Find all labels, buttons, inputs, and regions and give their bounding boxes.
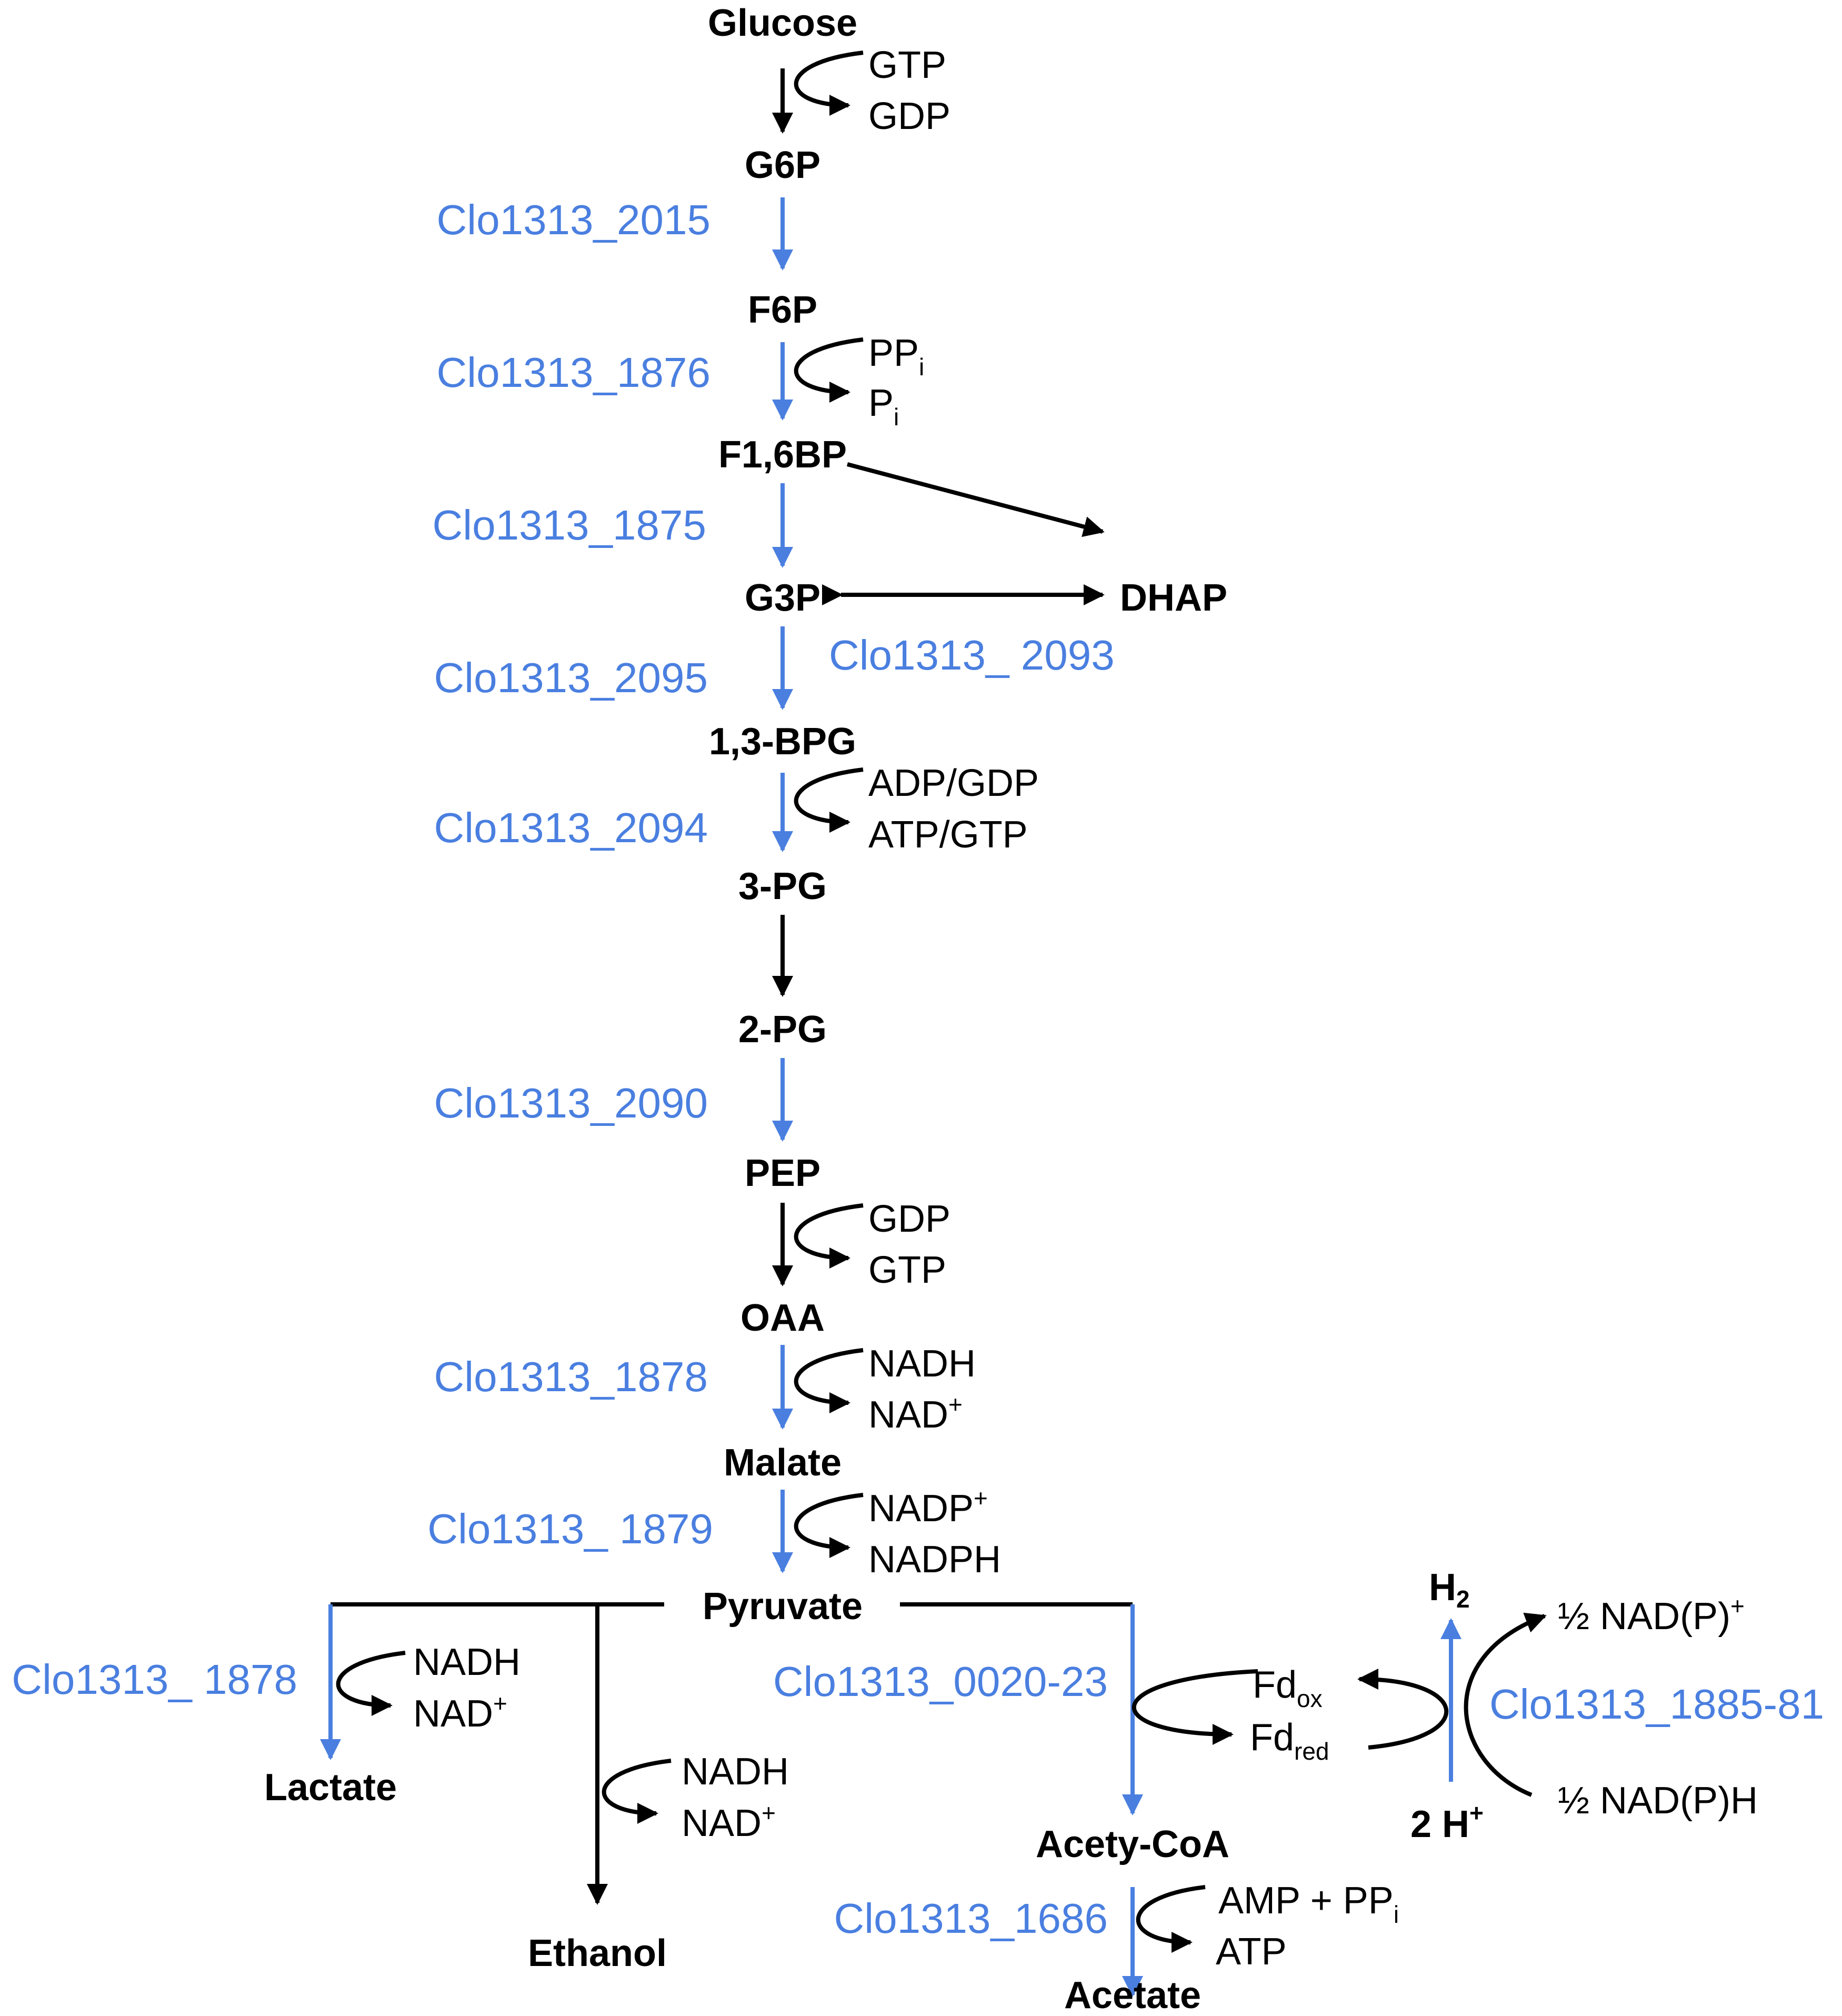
metabolite-f16bp: F1,6BP <box>718 434 847 476</box>
metabolite-ethanol: Ethanol <box>528 1932 667 1974</box>
cofactor-half-nadph: ½ NAD(P)H <box>1558 1780 1758 1822</box>
metabolite-h2: H2 <box>1429 1566 1470 1613</box>
cofactor-arrow-ethanol <box>602 1759 672 1824</box>
metabolite-pg3: 3-PG <box>738 865 827 907</box>
metabolite-oaa: OAA <box>740 1297 825 1339</box>
gene-label-1879: Clo1313_ 1879 <box>427 1505 713 1552</box>
cofactor-arrow-bpg13 <box>794 767 864 833</box>
metabolite-malate: Malate <box>724 1442 842 1484</box>
gene-label-1885-81: Clo1313_1885-81 <box>1489 1681 1824 1728</box>
cofactor-arrow-malate <box>794 1493 864 1558</box>
curve-fdred-to-fdox <box>1357 1669 1448 1750</box>
curve-nadph-to-nadp <box>1464 1612 1547 1797</box>
cofactor-nad-4: NAD+ <box>682 1799 776 1844</box>
gene-label-2095: Clo1313_2095 <box>434 654 708 701</box>
metabolite-f6p: F6P <box>748 289 817 331</box>
cofactor-gdp-2: GDP <box>868 1198 950 1240</box>
cofactor-nadp-2: NADP+ <box>868 1484 988 1530</box>
gene-label-1686: Clo1313_1686 <box>834 1895 1108 1942</box>
gene-label-2015: Clo1313_2015 <box>437 196 710 243</box>
cofactor-fd-red: Fdred <box>1250 1716 1329 1765</box>
cofactor-nad-1: NAD+ <box>868 1391 963 1436</box>
arrow-f16bp-dhap <box>846 462 1105 537</box>
metabolite-glucose: Glucose <box>708 2 857 44</box>
cofactor-adp-gdp: ADP/GDP <box>868 762 1039 804</box>
cofactor-amp-ppi: AMP + PPi <box>1218 1880 1399 1928</box>
cofactor-atp-3: ATP <box>1216 1931 1287 1973</box>
gene-label-2094: Clo1313_2094 <box>434 804 708 851</box>
cofactor-fd-ox: Fdox <box>1253 1664 1323 1712</box>
metabolite-pyruvate: Pyruvate <box>703 1585 863 1628</box>
cofactor-nadh-3: NADH <box>413 1641 520 1683</box>
cofactor-pi: Pi <box>868 382 899 431</box>
cofactor-nadh-4: NADH <box>682 1751 789 1793</box>
gene-label-0020-23: Clo1313_0020-23 <box>773 1658 1108 1705</box>
cofactor-gtp-2: GTP <box>868 1249 946 1291</box>
gene-label-1878-lactate: Clo1313_ 1878 <box>12 1656 297 1703</box>
cofactor-nad-3: NAD+ <box>413 1690 507 1735</box>
cofactor-half-nadp-plus: ½ NAD(P)+ <box>1558 1592 1745 1638</box>
metabolite-acetate: Acetate <box>1064 1974 1201 2016</box>
cofactor-gtp-1: GTP <box>868 44 946 86</box>
cofactor-arrow-pep <box>794 1203 864 1269</box>
cofactor-arrow-lactate <box>336 1651 406 1716</box>
cofactor-arrow-pyruvate-fd <box>1132 1669 1258 1745</box>
gene-label-1878-malate: Clo1313_1878 <box>434 1353 708 1400</box>
metabolite-acetyl-coa: Acety-CoA <box>1036 1823 1229 1865</box>
metabolite-dhap: DHAP <box>1120 577 1227 619</box>
gene-label-2090: Clo1313_2090 <box>434 1080 708 1126</box>
metabolite-g3p: G3P <box>745 577 820 619</box>
cofactor-nadh-1: NADH <box>868 1343 976 1385</box>
cofactor-ppi: PPi <box>868 332 924 381</box>
metabolite-bpg13: 1,3-BPG <box>709 721 856 763</box>
cofactor-arrow-f6p <box>794 337 864 403</box>
cofactor-gdp-1: GDP <box>868 95 950 137</box>
metabolite-lactate: Lactate <box>264 1767 397 1809</box>
gene-label-1876: Clo1313_1876 <box>437 349 710 396</box>
metabolite-h-plus: 2 H+ <box>1410 1799 1484 1845</box>
cofactor-arrow-glucose <box>794 51 864 116</box>
cofactor-arrow-oaa <box>794 1348 864 1413</box>
cofactor-arrow-acetylcoa <box>1136 1885 1206 1953</box>
metabolite-pg2: 2-PG <box>738 1009 827 1051</box>
cofactor-atp-gtp: ATP/GTP <box>868 814 1028 856</box>
metabolite-g6p: G6P <box>745 144 820 186</box>
cofactor-nadph-2: NADPH <box>868 1539 1001 1581</box>
gene-label-1875: Clo1313_1875 <box>433 502 706 548</box>
gene-label-2093: Clo1313_ 2093 <box>829 632 1115 678</box>
metabolite-pep: PEP <box>745 1152 820 1194</box>
